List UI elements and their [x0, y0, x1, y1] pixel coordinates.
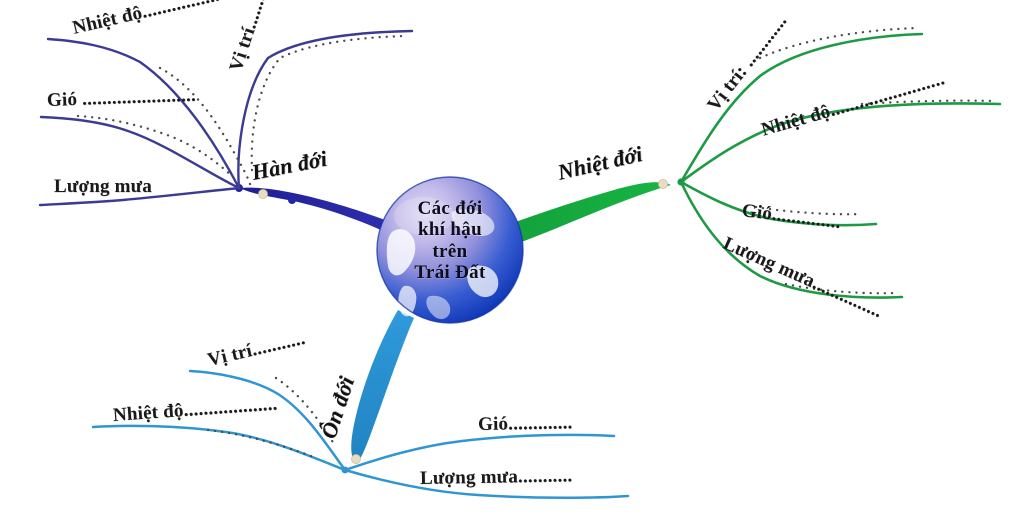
branch-han-doi-children: [38, 29, 414, 207]
sub-text: Nhiệt độ: [112, 400, 185, 426]
center-line-3: trên: [432, 240, 468, 262]
leader-dots: .............: [507, 412, 573, 435]
sub-label-han-doi-luong-mua[interactable]: Lượng mưa: [54, 176, 152, 198]
sub-label-on-doi-gio[interactable]: Gió.............: [478, 412, 573, 436]
center-node-label: Các đới khí hậu trên Trái Đất: [380, 198, 520, 283]
branch-nhiet-doi-trunk: [498, 178, 685, 249]
leader-dots: ...........: [517, 465, 573, 488]
leader-dots: .......................: [81, 84, 197, 110]
center-line-4: Trái Đất: [414, 261, 486, 283]
sub-text: Lượng mưa: [54, 176, 152, 197]
sub-label-on-doi-luong-mua[interactable]: Lượng mưa...........: [420, 465, 573, 490]
sub-text: Gió: [477, 413, 509, 435]
center-line-1: Các đới: [417, 198, 483, 219]
branch-han-doi-trunk: [235, 184, 400, 239]
center-line-2: khí hậu: [418, 219, 482, 241]
sub-text: Gió: [46, 88, 78, 111]
earth-globe-icon: [376, 176, 524, 324]
branch-nhiet-doi-children: [679, 32, 1002, 299]
branch-han-doi-leaders: [76, 34, 408, 186]
branch-on-doi-children: [91, 369, 630, 499]
branch-nhiet-doi-leaders: [754, 26, 998, 295]
sub-text: Lượng mưa: [419, 466, 519, 489]
sub-text: Gió: [740, 200, 774, 225]
branch-on-doi-leaders: [206, 376, 336, 460]
